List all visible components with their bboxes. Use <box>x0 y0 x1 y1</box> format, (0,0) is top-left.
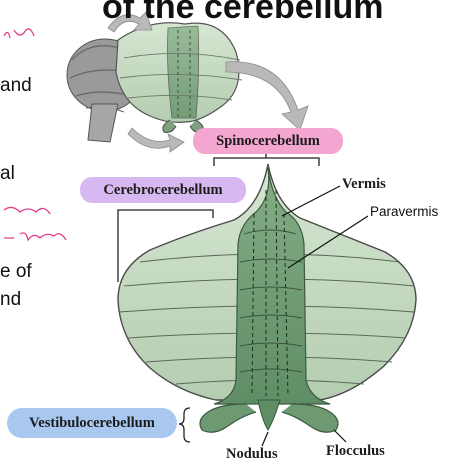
handwritten-annotations <box>3 28 67 242</box>
cerebro-bracket <box>117 209 214 282</box>
arrow-top <box>107 11 153 33</box>
nodulus-label: Nodulus <box>226 446 278 462</box>
cerebrocerebellum-label: Cerebrocerebellum <box>80 177 246 203</box>
arrow-right <box>225 61 309 131</box>
arrow-bottom <box>127 127 185 153</box>
paravermis-label: Paravermis <box>370 204 439 219</box>
flocculus-label: Flocculus <box>326 443 385 459</box>
large-cerebellum <box>117 163 417 433</box>
spinocerebellum-label: Spinocerebellum <box>193 128 343 154</box>
flocculus-pointer <box>333 429 347 443</box>
slide-text-fragment-2: al <box>0 163 15 184</box>
slide-title-fragment: of the cerebellum <box>102 0 384 26</box>
small-cerebellum-illustration <box>115 22 243 133</box>
slide-text-fragment-3: e of <box>0 261 32 282</box>
vestibulo-bracket <box>178 407 191 443</box>
vermis-pointer <box>281 185 341 217</box>
slide-text-fragment-1: and <box>0 75 32 96</box>
vestibulocerebellum-label: Vestibulocerebellum <box>7 408 177 438</box>
slide-text-fragment-4: nd <box>0 289 22 310</box>
paravermis-pointer <box>287 215 369 269</box>
vermis-label: Vermis <box>342 176 386 192</box>
nodulus-pointer <box>261 431 269 447</box>
